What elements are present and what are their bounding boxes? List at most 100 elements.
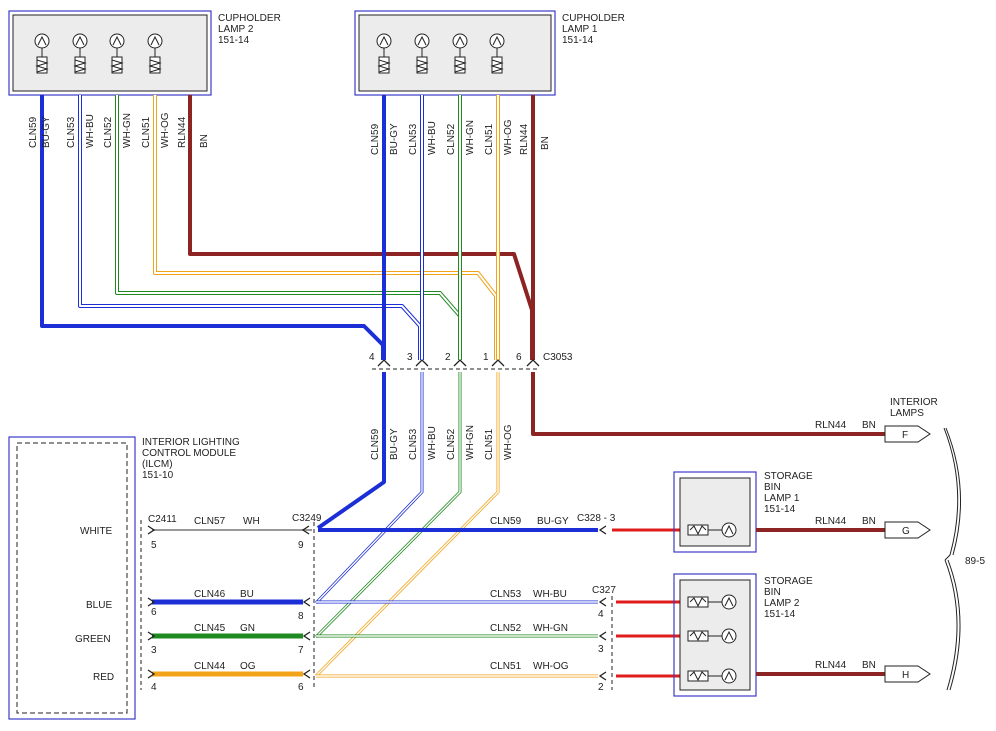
wire-label: RLN44: [815, 516, 847, 527]
wire-label: OG: [240, 661, 256, 672]
lamp2-title: CUPHOLDER: [218, 13, 281, 24]
flag-label: H: [902, 670, 909, 681]
ilcm-output-white: WHITE: [80, 526, 113, 537]
pin-label: 3: [151, 645, 157, 656]
bin1-title-2: BIN: [764, 482, 781, 493]
connector-c328: C328 - 3: [577, 513, 616, 535]
bin2-title-1: STORAGE: [764, 576, 813, 587]
wire-label: CLN45: [194, 623, 226, 634]
connector-label: C328 - 3: [577, 513, 616, 524]
wire-label: BU-GY: [389, 123, 400, 155]
wire-label: RLN44: [177, 116, 188, 148]
wire-label: BU-GY: [537, 516, 569, 527]
bin2-title-3: LAMP 2: [764, 598, 800, 609]
wire-label: RLN44: [815, 420, 847, 431]
bin2-title-2: BIN: [764, 587, 781, 598]
connector-c327: C327 4 3 2: [592, 585, 616, 693]
wire-label: WH-GN: [533, 623, 568, 634]
wire-label: WH-BU: [85, 114, 96, 148]
cupholder-lamp-2: CUPHOLDER LAMP 2 151-14: [8, 10, 281, 96]
connector-label: C3249: [292, 513, 322, 524]
wire-label: CLN51: [490, 661, 522, 672]
flag-label: G: [902, 526, 910, 537]
wire-label: CLN51: [484, 428, 495, 460]
wire-label: CLN59: [370, 428, 381, 460]
wire-label: WH-OG: [533, 661, 569, 672]
pin-label: 5: [151, 540, 157, 551]
pin-label: 2: [598, 682, 604, 693]
lamp2-subtitle: LAMP 2: [218, 24, 254, 35]
wire-label: BU-GY: [41, 116, 52, 148]
wire-label: CLN52: [446, 123, 457, 155]
wire-label: WH-OG: [160, 112, 171, 148]
wire-label: WH: [243, 516, 260, 527]
lamp1-subtitle: LAMP 1: [562, 24, 598, 35]
ilcm-title-1: INTERIOR LIGHTING: [142, 437, 240, 448]
ilcm-title-2: CONTROL MODULE: [142, 448, 236, 459]
wire-label: CLN51: [484, 123, 495, 155]
wire-label: RLN44: [519, 123, 530, 155]
pin-label: 8: [298, 611, 304, 622]
middle-wire-labels: CLN59 BU-GY CLN53 WH-BU CLN52 WH-GN CLN5…: [370, 424, 514, 460]
storage-bin-lamp-1: STORAGE BIN LAMP 1 151-14: [673, 471, 813, 553]
pin-label: 1: [483, 352, 489, 363]
flag-label: F: [902, 430, 908, 441]
wire-label: CLN57: [194, 516, 226, 527]
wire-label: WH-OG: [503, 119, 514, 155]
ground-wires: RLN44 BN RLN44 BN RLN44 BN F G H INTERIO…: [756, 397, 985, 691]
wire-label: CLN59: [490, 516, 522, 527]
wire-label: BN: [862, 516, 876, 527]
wire-label: WH-BU: [427, 426, 438, 460]
wire-label: BU-GY: [389, 428, 400, 460]
wire-label: CLN52: [103, 116, 114, 148]
pin-label: 3: [598, 644, 604, 655]
wire-label: RLN44: [815, 660, 847, 671]
red-pigtails: [612, 528, 680, 678]
lamp1-title: CUPHOLDER: [562, 13, 625, 24]
flag-f[interactable]: F: [884, 425, 931, 443]
connector-label: C327: [592, 585, 616, 596]
connector-c3053: 4 3 2 1 6 C3053: [369, 352, 573, 370]
ilcm-ref: 151-10: [142, 470, 174, 481]
wire-label: BU: [240, 589, 254, 600]
bin2-ref: 151-14: [764, 609, 796, 620]
wire-label: WH-OG: [503, 424, 514, 460]
wire-label: WH-BU: [427, 121, 438, 155]
lamp2-wire-labels: CLN59 BU-GY CLN53 WH-BU CLN52 WH-GN CLN5…: [28, 112, 210, 148]
wire-label: WH-BU: [533, 589, 567, 600]
wire-label: GN: [240, 623, 255, 634]
pin-label: 4: [598, 609, 604, 620]
ground-ref: 89-5: [965, 556, 985, 567]
resistor-icon: [687, 524, 709, 536]
interior-lamps-title-1: INTERIOR: [890, 397, 938, 408]
pin-label: 9: [298, 540, 304, 551]
wire-label: CLN53: [408, 123, 419, 155]
lamp2-ref: 151-14: [218, 35, 250, 46]
pin-label: 2: [445, 352, 451, 363]
wire-label: BN: [862, 420, 876, 431]
flag-h[interactable]: H: [884, 665, 931, 683]
resistor-icon: [377, 56, 504, 74]
wire-label: CLN52: [490, 623, 522, 634]
wire-label: CLN46: [194, 589, 226, 600]
ilcm-title-3: (ILCM): [142, 459, 173, 470]
wire-label: CLN59: [370, 123, 381, 155]
wire-label: CLN59: [28, 116, 39, 148]
wire-label: BN: [199, 134, 210, 148]
wire-label: BN: [862, 660, 876, 671]
wire-label: CLN51: [141, 116, 152, 148]
flag-g[interactable]: G: [884, 521, 931, 539]
ilcm-output-blue: BLUE: [86, 600, 112, 611]
ground-bracket: [943, 427, 962, 691]
wire-label: CLN52: [446, 428, 457, 460]
bin1-title-3: LAMP 1: [764, 493, 800, 504]
wire-label: WH-GN: [122, 113, 133, 148]
lamp1-wire-labels: CLN59 BU-GY CLN53 WH-BU CLN52 WH-GN CLN5…: [370, 119, 551, 155]
pin-label: 4: [369, 352, 375, 363]
connector-c3249: C3249 9 8 7 6: [292, 513, 322, 693]
ilcm-module: INTERIOR LIGHTING CONTROL MODULE (ILCM) …: [8, 436, 240, 720]
cupholder-lamp-1: CUPHOLDER LAMP 1 151-14: [354, 10, 625, 96]
wires-lamp1-to-c3053: [382, 95, 535, 360]
wire-label: CLN53: [490, 589, 522, 600]
